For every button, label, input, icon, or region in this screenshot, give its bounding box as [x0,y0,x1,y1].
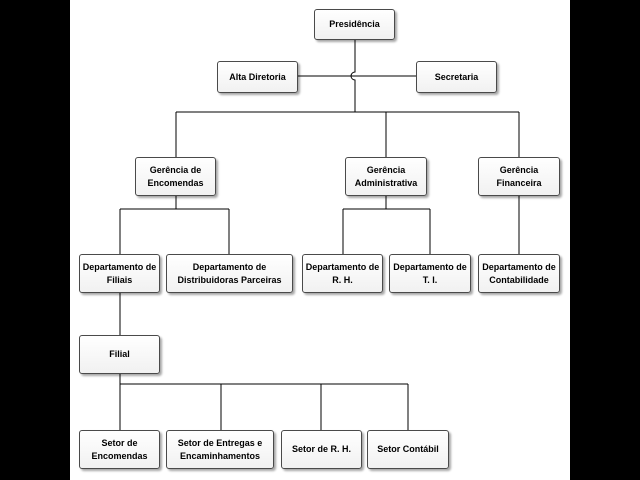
node-label: Departamento de R. H. [305,261,380,285]
node-gerencia-administrativa: Gerência Administrativa [345,157,427,196]
node-label: Setor Contábil [377,444,439,454]
node-gerencia-encomendas: Gerência de Encomendas [135,157,216,196]
node-depto-filiais: Departamento de Filiais [79,254,160,293]
node-label: Departamento de T. I. [393,261,467,285]
node-secretaria: Secretaria [416,61,497,93]
node-label: Gerência Financeira [496,164,542,188]
node-label: Gerência Administrativa [354,164,418,188]
node-label: Departamento de Contabilidade [482,261,556,285]
node-label: Secretaria [434,71,479,82]
node-depto-contabilidade: Departamento de Contabilidade [478,254,560,293]
node-label: Filial [109,349,130,359]
node-label: Presidência [329,19,380,29]
node-depto-rh: Departamento de R. H. [302,254,383,293]
node-label: Setor de Entregas e Encaminhamentos [177,437,263,461]
node-alta-diretoria: Alta Diretoria [217,61,298,93]
node-setor-encomendas: Setor de Encomendas [79,430,160,469]
node-presidencia: Presidência [314,9,395,40]
node-label: Departamento de Distribuidoras Parceiras [177,261,282,285]
node-gerencia-financeira: Gerência Financeira [478,157,560,196]
node-filial: Filial [79,335,160,374]
node-label: Setor de Encomendas [91,437,148,461]
node-label: Alta Diretoria [229,71,286,82]
node-label: Setor de R. H. [291,444,351,454]
node-depto-distribuidoras: Departamento de Distribuidoras Parceiras [166,254,293,293]
node-setor-entregas: Setor de Entregas e Encaminhamentos [166,430,274,469]
node-label: Departamento de Filiais [82,261,157,285]
node-setor-contabil: Setor Contábil [367,430,449,469]
node-depto-ti: Departamento de T. I. [389,254,471,293]
node-setor-rh: Setor de R. H. [281,430,362,469]
node-label: Gerência de Encomendas [147,164,204,188]
